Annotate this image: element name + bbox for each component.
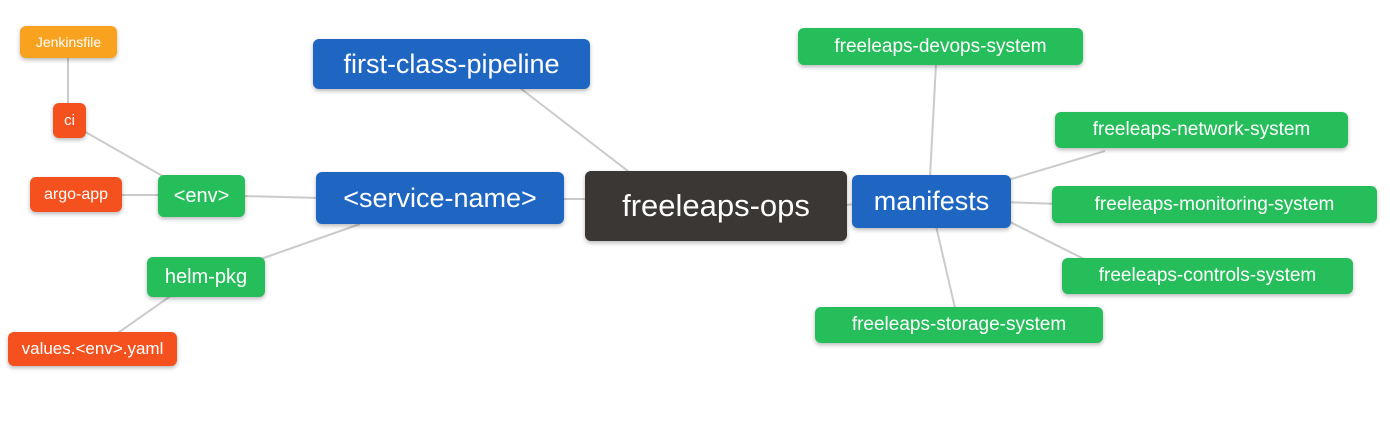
- node-jenkinsfile[interactable]: Jenkinsfile: [20, 26, 117, 58]
- node-ci[interactable]: ci: [53, 103, 86, 138]
- edge-manifests-controls: [1007, 220, 1093, 264]
- node-manifests[interactable]: manifests: [852, 175, 1011, 228]
- node-freeleaps-monitoring-system[interactable]: freeleaps-monitoring-system: [1052, 186, 1377, 223]
- node-values-env-yaml[interactable]: values.<env>.yaml: [8, 332, 177, 366]
- edge-manifests-devops: [929, 63, 937, 178]
- edge-env-ci: [81, 129, 167, 179]
- edge-service-name-env: [241, 195, 321, 199]
- edge-manifests-monitoring: [1002, 201, 1061, 205]
- edge-helm-pkg-values: [114, 294, 173, 336]
- edge-manifests-network: [1007, 150, 1106, 181]
- node-freeleaps-controls-system[interactable]: freeleaps-controls-system: [1062, 258, 1353, 294]
- node-freeleaps-network-system[interactable]: freeleaps-network-system: [1055, 112, 1348, 148]
- node-env[interactable]: <env>: [158, 175, 245, 217]
- node-argo-app[interactable]: argo-app: [30, 177, 122, 212]
- edge-service-name-helm-pkg: [257, 223, 361, 261]
- node-freeleaps-devops-system[interactable]: freeleaps-devops-system: [798, 28, 1083, 65]
- edge-manifests-storage: [935, 225, 956, 309]
- node-freeleaps-ops[interactable]: freeleaps-ops: [585, 171, 847, 241]
- node-helm-pkg[interactable]: helm-pkg: [147, 257, 265, 297]
- node-freeleaps-storage-system[interactable]: freeleaps-storage-system: [815, 307, 1103, 343]
- node-first-class-pipeline[interactable]: first-class-pipeline: [313, 39, 590, 89]
- node-service-name[interactable]: <service-name>: [316, 172, 564, 224]
